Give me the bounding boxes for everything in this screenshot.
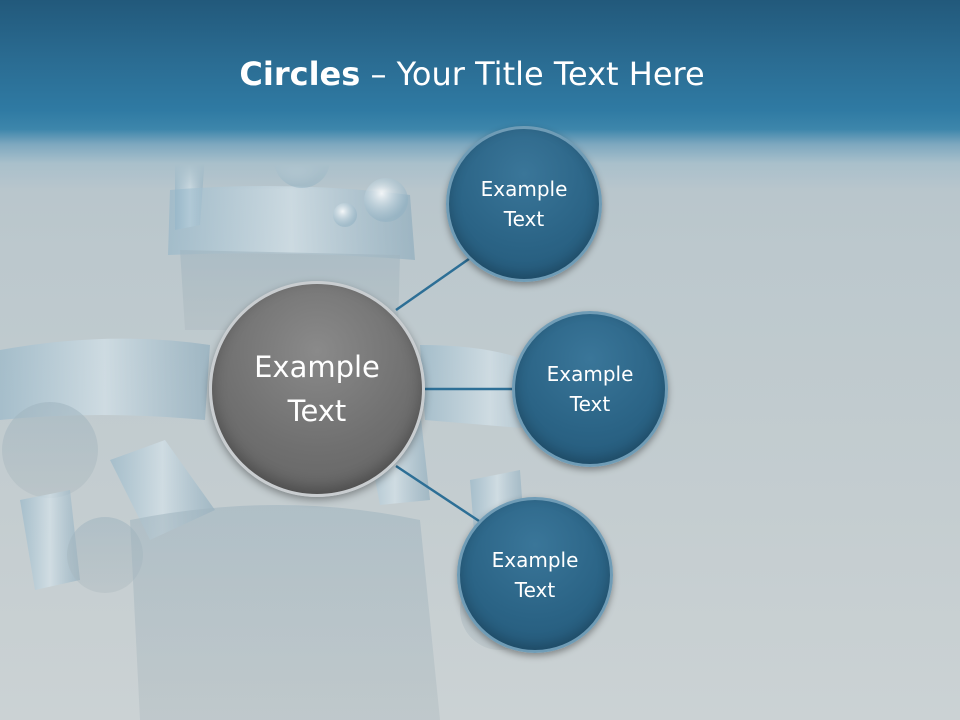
satellite-circle-3[interactable]: Example Text <box>457 497 613 653</box>
satellite-circle-label: Example Text <box>491 548 579 602</box>
center-circle-label: Example Text <box>254 350 380 428</box>
satellite-circle-1[interactable]: Example Text <box>446 126 602 282</box>
satellite-circle-2[interactable]: Example Text <box>512 311 668 467</box>
connector-line-3 <box>395 464 480 523</box>
title-bold-word: Circles <box>239 55 361 93</box>
connector-line-1 <box>395 252 477 312</box>
satellite-circle-label: Example Text <box>480 177 568 231</box>
slide-title: Circles – Your Title Text Here <box>0 52 944 96</box>
center-circle[interactable]: Example Text <box>209 281 425 497</box>
title-rest: – Your Title Text Here <box>360 55 705 93</box>
satellite-circle-label: Example Text <box>546 362 634 416</box>
